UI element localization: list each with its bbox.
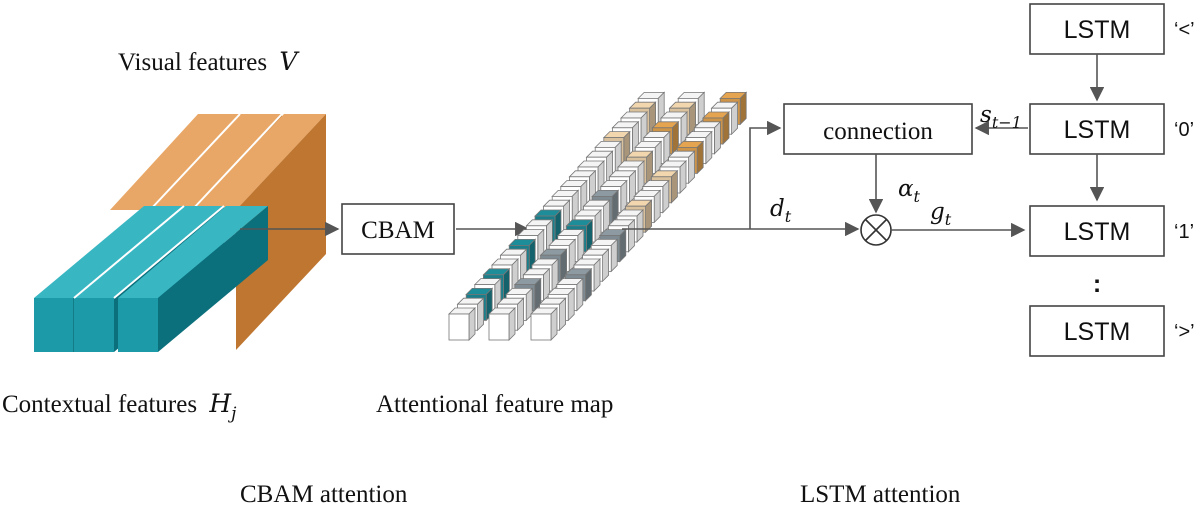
lstm-box-2: LSTM	[1029, 103, 1165, 155]
cbam-box: CBAM	[341, 203, 455, 255]
contextual-feature-slab-3	[113, 205, 268, 352]
token-0: ‘0’	[1174, 119, 1194, 141]
feature-cube	[488, 307, 516, 341]
cbam-box-label: CBAM	[361, 217, 435, 244]
token-start: ‘<’	[1174, 19, 1195, 41]
connection-box-label: connection	[823, 118, 933, 145]
token-end: ‘>’	[1174, 321, 1195, 343]
lstm-box-1: LSTM	[1029, 3, 1165, 55]
section-cbam-attention: CBAM attention	[240, 481, 408, 508]
section-lstm-attention: LSTM attention	[800, 481, 961, 508]
visual-features-label: Visual features V	[118, 47, 300, 76]
label-d-t: dt	[770, 196, 792, 226]
token-1: ‘1’	[1174, 221, 1194, 243]
contextual-features-label: Contextual features Hj	[2, 389, 237, 424]
attentional-map-label: Attentional feature map	[376, 391, 613, 418]
lstm-ellipsis: :	[1093, 270, 1101, 298]
line-branch-to-connection	[749, 120, 782, 229]
feature-cube	[530, 307, 558, 341]
lstm-box-2-label: LSTM	[1064, 116, 1131, 144]
feature-blocks	[34, 113, 326, 352]
lstm-box-1-label: LSTM	[1064, 16, 1131, 44]
lstm-box-3: LSTM	[1029, 205, 1165, 257]
visual-feature-slab-3	[149, 113, 326, 350]
lstm-box-4-label: LSTM	[1064, 318, 1131, 346]
feature-cube	[448, 307, 476, 341]
attentional-feature-map	[448, 91, 748, 341]
lstm-box-3-label: LSTM	[1064, 218, 1131, 246]
label-g-t: gt	[930, 199, 952, 229]
connection-box: connection	[783, 103, 973, 155]
lstm-box-4: LSTM	[1029, 305, 1165, 357]
label-s-t-minus-1: st−1	[980, 102, 1022, 132]
label-alpha-t: αt	[898, 176, 921, 206]
multiply-operator	[860, 214, 892, 246]
